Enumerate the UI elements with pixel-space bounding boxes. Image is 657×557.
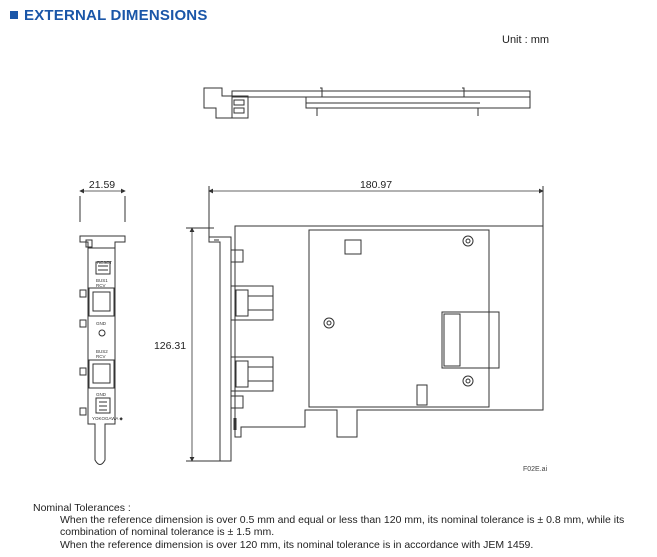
board-pcb-outline [234, 225, 544, 438]
front-bracket-outline [87, 242, 116, 465]
board-screw-top-right [462, 235, 474, 247]
board-bottom-chip [416, 384, 428, 406]
tolerance-line: When the reference dimension is over 120… [60, 538, 534, 551]
board-screw-left [323, 317, 335, 329]
file-reference: F02E.ai [523, 466, 548, 473]
front-label-brand: YOKOGAWA ◆ [92, 416, 123, 421]
board-view [186, 186, 544, 462]
board-edge-connector [441, 311, 500, 369]
top-view-bracket [203, 87, 233, 119]
front-label-bus1: BUS1 [96, 278, 108, 283]
front-label-gnd1: GND [96, 321, 107, 326]
front-view [79, 196, 126, 465]
section-title-text: EXTERNAL DIMENSIONS [24, 6, 208, 24]
board-height-value: 126.31 [154, 340, 186, 352]
section-title: EXTERNAL DIMENSIONS [10, 5, 208, 25]
tolerance-heading: Nominal Tolerances : [33, 502, 131, 514]
front-switch-block [95, 397, 111, 414]
tolerance-line: combination of nominal tolerance is ± 1.… [60, 526, 275, 539]
top-view-standoff [320, 87, 323, 97]
dimension-drawing: RESET BUS1 RCV GND BUS2 RCV GND YOKOGAWA… [79, 87, 544, 465]
front-reset-box [95, 261, 111, 275]
board-heatsink [308, 229, 490, 408]
front-rj45-bus2 [88, 359, 115, 389]
tolerance-notes: Nominal Tolerances : When the reference … [33, 502, 643, 551]
front-label-bus2-sub: RCV [96, 354, 106, 359]
board-screw-bottom-right [462, 375, 474, 387]
front-rj45-bus1 [88, 287, 115, 317]
bracket-width-dimension: 21.59 [79, 179, 126, 194]
front-label-reset: RESET [97, 260, 112, 265]
top-view-connector [231, 95, 249, 119]
tolerance-line: When the reference dimension is over 0.5… [60, 514, 625, 527]
front-label-bus2: BUS2 [96, 349, 108, 354]
board-rj45-port-1 [230, 285, 274, 321]
top-view [203, 87, 531, 119]
title-bullet-icon [10, 11, 18, 19]
top-view-board [231, 90, 531, 98]
board-bracket [208, 236, 232, 462]
board-length-value: 180.97 [360, 179, 392, 191]
unit-label: Unit : mm [502, 34, 550, 46]
bracket-width-value: 21.59 [89, 179, 115, 191]
board-length-dimension: 180.97 [208, 179, 544, 194]
front-label-bus1-sub: RCV [96, 283, 106, 288]
front-label-gnd2: GND [96, 392, 107, 397]
board-rj45-port-2 [230, 356, 274, 392]
board-small-chip [344, 239, 362, 255]
front-bracket-tab [79, 235, 126, 249]
front-gnd1-terminal [98, 329, 106, 337]
board-height-dimension: 126.31 [154, 227, 195, 462]
